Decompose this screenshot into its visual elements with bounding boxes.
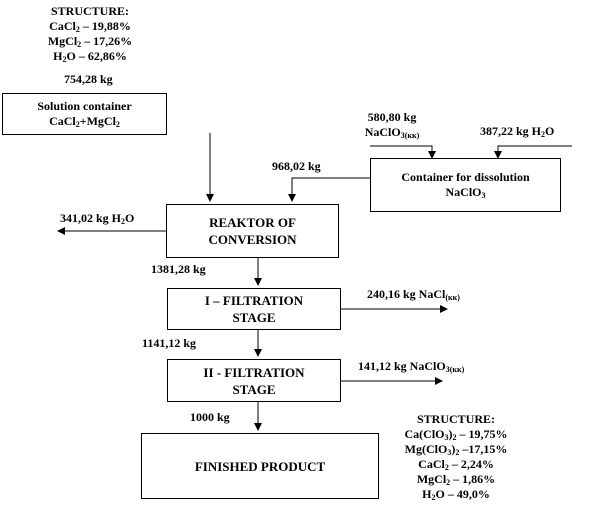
product-structure-line: Ca(ClO3)2 – 19,75% (404, 427, 508, 442)
naclo3-feed-label: 580,80 kg NaClO3(кк) (352, 110, 432, 140)
top-structure-line: CaCl2 – 19,88% (49, 19, 131, 34)
filtration2-box-line2: STAGE (232, 381, 276, 397)
water-feed-label: 387,22 kg H2O (480, 124, 555, 139)
product-structure: STRUCTURE: Ca(ClO3)2 – 19,75% Mg(ClO3)2 … (386, 412, 526, 502)
arrow-naclo3-feed (370, 145, 436, 159)
solution-box-line1: Solution container (37, 99, 132, 113)
dissolution-box-line1: Container for dissolution (401, 170, 530, 184)
filtration1-box: I – FILTRATION STAGE (167, 288, 341, 330)
product-structure-line: H2O – 49,0% (422, 487, 490, 502)
dissolution-box-line2: NaClO3 (445, 185, 486, 200)
arrow-dissolution-to-reactor (288, 177, 370, 202)
solution-box-line2: CaCl2+MgCl2 (49, 114, 120, 129)
dissolution-container-box: Container for dissolution NaClO3 (370, 158, 561, 212)
filtration2-box: II - FILTRATION STAGE (167, 359, 341, 402)
solution-mass-label: 754,28 kg (64, 72, 113, 86)
finished-product-box: FINISHED PRODUCT (141, 433, 379, 499)
product-structure-line: CaCl2 – 2,24% (418, 457, 494, 472)
product-structure-title: STRUCTURE: (416, 412, 495, 426)
top-structure-line: MgCl2 – 17,26% (47, 34, 133, 49)
product-structure-line: Mg(ClO3)2 –17,15% (404, 442, 508, 457)
filtration2-out-mass: 1000 kg (190, 410, 230, 424)
water-out-label: 341,02 kg H2O (60, 211, 135, 226)
finished-product-label: FINISHED PRODUCT (194, 458, 326, 474)
nacl-out-label: 240,16 kg NaCl(кк) (367, 287, 460, 302)
reactor-box-line1: REAKTOR OF (209, 215, 296, 230)
filtration2-box-line1: II - FILTRATION (203, 364, 305, 380)
reactor-box-line2: CONVERSION (208, 232, 297, 247)
arrow-water-feed (494, 145, 572, 159)
filtration1-out-mass: 1141,12 kg (142, 336, 197, 350)
filtration1-box-line1: I – FILTRATION (204, 293, 304, 308)
filtration1-box-line2: STAGE (232, 310, 276, 325)
top-structure-title: STRUCTURE: (50, 4, 129, 18)
naclo3-feed-name: NaClO3(кк) (364, 125, 420, 140)
product-structure-line: MgCl2 – 1,86% (416, 472, 496, 487)
reactor-out-mass: 1381,28 kg (151, 262, 206, 276)
top-structure-line: H2O – 62,86% (53, 49, 127, 64)
reactor-box: REAKTOR OF CONVERSION (166, 204, 339, 258)
dissolution-out-mass: 968,02 kg (272, 159, 321, 173)
naclo3-feed-mass: 580,80 kg (367, 110, 417, 124)
top-structure: STRUCTURE: CaCl2 – 19,88% MgCl2 – 17,26%… (20, 4, 160, 64)
solution-container-box: Solution container CaCl2+MgCl2 (2, 93, 167, 135)
naclo3-out-label: 141,12 kg NaClO3(кк) (358, 359, 465, 374)
